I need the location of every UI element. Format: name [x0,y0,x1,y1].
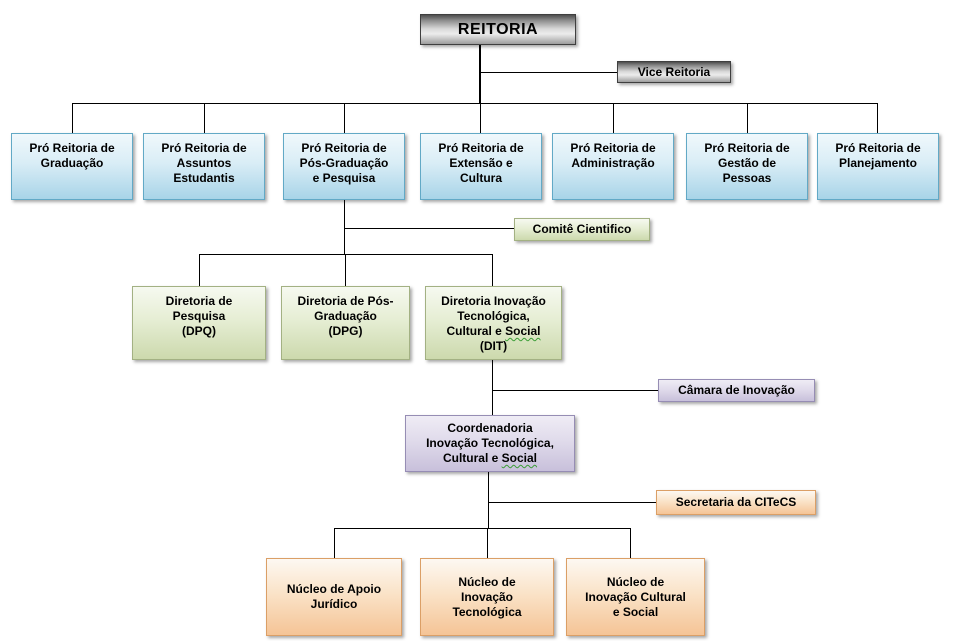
connector-line [480,72,617,73]
org-node-pro-reitoria-administracao: Pró Reitoria de Administração [552,133,674,200]
org-node-camara-inovacao: Câmara de Inovação [658,379,815,402]
org-node-label: Pró Reitoria de Administração [570,141,656,170]
connector-line [630,528,631,558]
org-node-reitoria: REITORIA [420,14,576,45]
connector-line [492,390,658,391]
org-node-diretoria-pesquisa-dpq: Diretoria de Pesquisa (DPQ) [132,286,266,360]
misspelled-word: Social [505,324,541,338]
org-node-label: Secretaria da CITeCS [675,495,797,509]
org-node-comite-cientifico: Comitê Cientifico [514,218,650,241]
org-node-label: Núcleo de Inovação Cultural e Social [585,574,686,619]
connector-line [72,103,73,133]
org-node-label: Pró Reitoria de Graduação [29,141,115,170]
connector-line [492,254,493,286]
org-node-label: Coordenadoria Inovação Tecnológica, Cult… [426,421,554,465]
org-node-label: Câmara de Inovação [678,383,795,397]
connector-line [334,528,335,558]
org-node-label: Núcleo de Inovação Tecnológica [452,574,522,619]
connector-line [72,103,878,104]
org-node-label: Pró Reitoria de Gestão de Pessoas [704,141,790,185]
org-node-coordenadoria-citecs: Coordenadoria Inovação Tecnológica, Cult… [405,415,575,472]
org-node-pro-reitoria-planejamento: Pró Reitoria de Planejamento [817,133,939,200]
org-node-label: Diretoria Inovação Tecnológica, Cultural… [441,294,546,353]
connector-line [747,103,748,133]
misspelled-word: Social [501,451,538,465]
org-node-nucleo-inovacao-tecnologica: Núcleo de Inovação Tecnológica [420,558,554,636]
connector-line [492,360,493,415]
org-node-label: Pró Reitoria de Extensão e Cultura [438,141,524,185]
connector-line [344,228,514,229]
org-node-label: Comitê Cientifico [532,222,632,236]
connector-line [344,200,345,254]
org-node-nucleo-inovacao-cultural-social: Núcleo de Inovação Cultural e Social [566,558,705,636]
connector-line [199,254,493,255]
org-node-secretaria-citecs: Secretaria da CITeCS [656,490,816,515]
org-node-label: Pró Reitoria de Planejamento [835,141,921,170]
org-node-diretoria-pos-graduacao-dpg: Diretoria de Pós- Graduação (DPG) [281,286,410,360]
org-node-label: Diretoria de Pós- Graduação (DPG) [297,294,394,338]
org-node-label: Diretoria de Pesquisa (DPQ) [165,294,233,338]
connector-line [345,254,346,286]
connector-line [334,528,631,529]
org-node-vice-reitoria: Vice Reitoria [617,61,731,83]
org-node-label: REITORIA [457,21,539,38]
connector-line [487,528,488,558]
connector-line [877,103,878,133]
connector-line [488,472,489,528]
connector-line [480,103,481,133]
connector-line [204,103,205,133]
connector-line [488,502,656,503]
org-node-pro-reitoria-graduacao: Pró Reitoria de Graduação [11,133,133,200]
org-node-label: Pró Reitoria de Pós-Graduação e Pesquisa [299,141,389,185]
org-node-label: Pró Reitoria de Assuntos Estudantis [161,141,247,185]
connector-line [613,103,614,133]
connector-line [199,254,200,286]
org-node-pro-reitoria-assuntos-estudantis: Pró Reitoria de Assuntos Estudantis [143,133,265,200]
connector-line [344,103,345,133]
org-node-pro-reitoria-pos-graduacao-pesquisa: Pró Reitoria de Pós-Graduação e Pesquisa [283,133,405,200]
org-node-label: Vice Reitoria [637,64,711,79]
org-node-diretoria-inovacao-dit: Diretoria Inovação Tecnológica, Cultural… [425,286,562,360]
org-node-pro-reitoria-extensao-cultura: Pró Reitoria de Extensão e Cultura [420,133,542,200]
org-node-nucleo-apoio-juridico: Núcleo de Apoio Jurídico [266,558,402,636]
connector-line [479,45,481,103]
org-node-label: Núcleo de Apoio Jurídico [286,582,382,611]
org-node-pro-reitoria-gestao-pessoas: Pró Reitoria de Gestão de Pessoas [686,133,808,200]
